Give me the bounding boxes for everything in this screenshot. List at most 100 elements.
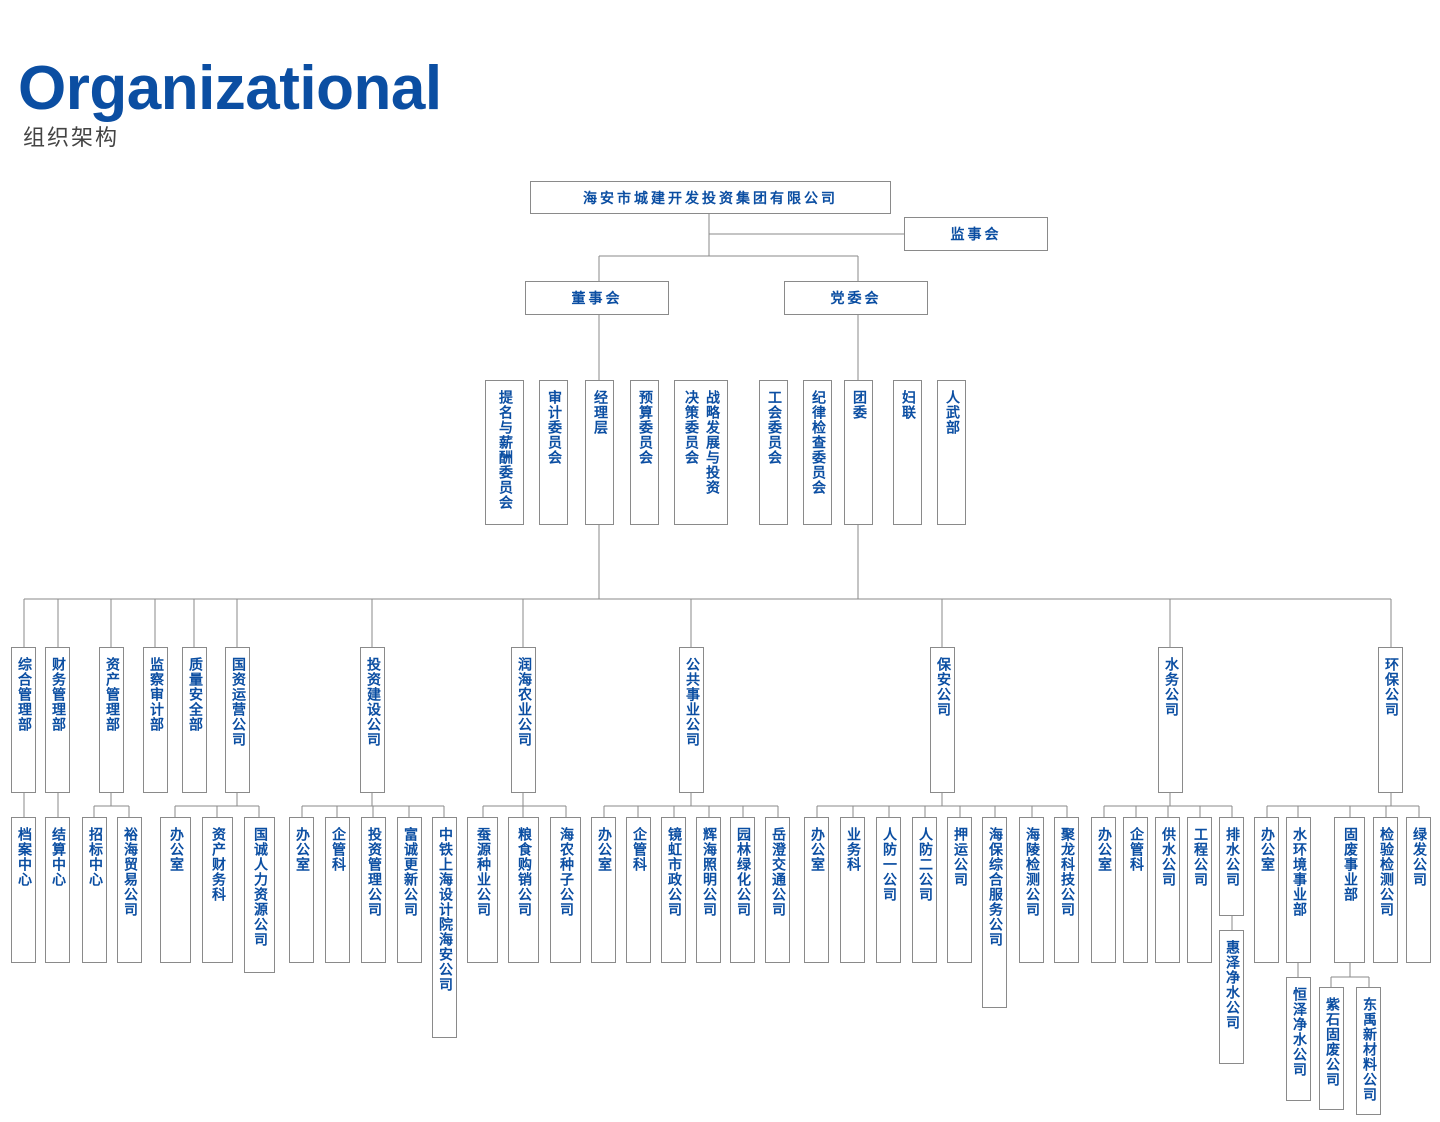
budget-committee-box: 预算委员会 <box>630 380 659 525</box>
unit-sw-drain: 排水公司 <box>1219 817 1244 916</box>
unit-settlement-center: 结算中心 <box>45 817 70 963</box>
page-title-cn: 组织架构 <box>23 126 120 151</box>
unit-label: 恒泽净水公司 <box>1291 987 1307 1077</box>
womens-federation-box: 妇联 <box>893 380 922 525</box>
unit-label: 人防一公司 <box>881 827 897 902</box>
youth-league-label: 团委 <box>851 390 867 420</box>
audit-committee-box: 审计委员会 <box>539 380 568 525</box>
unit-label: 裕海贸易公司 <box>122 827 138 917</box>
union-committee-label: 工会委员会 <box>766 390 782 465</box>
supervisory-board-label: 监事会 <box>950 227 1002 243</box>
unit-tz-office: 办公室 <box>289 817 314 963</box>
unit-hb-water-env: 水环境事业部 <box>1286 817 1311 963</box>
unit-gg-jinghong: 镜虹市政公司 <box>661 817 686 963</box>
dept-env-protection: 环保公司 <box>1378 647 1403 793</box>
unit-label: 辉海照明公司 <box>701 827 717 917</box>
armed-forces-label: 人武部 <box>944 390 960 435</box>
unit-label: 档案中心 <box>16 827 32 887</box>
supervisory-board-box: 监事会 <box>904 217 1048 251</box>
unit-label: 紫石固废公司 <box>1324 997 1340 1087</box>
dept-runhai-agri: 润海农业公司 <box>511 647 536 793</box>
management-box: 经理层 <box>585 380 614 525</box>
page-title-en: Organizational <box>18 54 442 123</box>
youth-league-box: 团委 <box>844 380 873 525</box>
unit-label: 蚕源种业公司 <box>475 827 491 917</box>
unit-label: 办公室 <box>1096 827 1112 872</box>
unit-sw-huize: 惠泽净水公司 <box>1219 930 1244 1064</box>
unit-hb-hengze: 恒泽净水公司 <box>1286 977 1311 1101</box>
unit-ba-julong: 聚龙科技公司 <box>1054 817 1079 963</box>
unit-gg-garden: 园林绿化公司 <box>730 817 755 963</box>
unit-ba-cd1: 人防一公司 <box>876 817 901 963</box>
strategy-committee-box: 战略发展与投资决策委员会 <box>674 380 728 525</box>
dept-state-asset-ops: 国资运营公司 <box>225 647 250 793</box>
party-committee-box: 党委会 <box>784 281 928 315</box>
unit-ba-business: 业务科 <box>840 817 865 963</box>
unit-label: 结算中心 <box>50 827 66 887</box>
dept-water: 水务公司 <box>1158 647 1183 793</box>
unit-label: 粮食购销公司 <box>516 827 532 917</box>
dept-label: 资产管理部 <box>104 657 120 732</box>
unit-gz-asset-finance: 资产财务科 <box>202 817 233 963</box>
dept-label: 保安公司 <box>935 657 951 717</box>
unit-label: 水环境事业部 <box>1291 827 1307 917</box>
unit-label: 聚龙科技公司 <box>1059 827 1075 917</box>
unit-rh-silkworm: 蚕源种业公司 <box>467 817 498 963</box>
union-committee-box: 工会委员会 <box>759 380 788 525</box>
strategy-committee-label-line2: 决策委员会 <box>683 390 699 465</box>
unit-label: 办公室 <box>596 827 612 872</box>
board-of-directors-label: 董事会 <box>571 291 623 307</box>
management-label: 经理层 <box>592 390 608 435</box>
unit-ba-cd2: 人防二公司 <box>912 817 937 963</box>
unit-label: 镜虹市政公司 <box>666 827 682 917</box>
strategy-committee-label-line1: 战略发展与投资 <box>704 390 720 495</box>
top-company-box: 海安市城建开发投资集团有限公司 <box>530 181 891 214</box>
dept-label: 水务公司 <box>1163 657 1179 717</box>
unit-label: 办公室 <box>294 827 310 872</box>
unit-label: 押运公司 <box>952 827 968 887</box>
unit-label: 业务科 <box>845 827 861 872</box>
unit-label: 工程公司 <box>1192 827 1208 887</box>
dept-label: 国资运营公司 <box>230 657 246 747</box>
unit-label: 企管科 <box>330 827 346 872</box>
unit-hb-solid: 固废事业部 <box>1334 817 1365 963</box>
unit-rh-seed: 海农种子公司 <box>550 817 581 963</box>
unit-label: 招标中心 <box>87 827 103 887</box>
budget-committee-label: 预算委员会 <box>637 390 653 465</box>
dept-public-utility: 公共事业公司 <box>679 647 704 793</box>
unit-label: 办公室 <box>1259 827 1275 872</box>
unit-archive-center: 档案中心 <box>11 817 36 963</box>
unit-ba-hailing: 海陵检测公司 <box>1019 817 1044 963</box>
discipline-committee-box: 纪律检查委员会 <box>803 380 832 525</box>
unit-sw-eng: 工程公司 <box>1187 817 1212 963</box>
unit-label: 办公室 <box>168 827 184 872</box>
dept-finance: 财务管理部 <box>45 647 70 793</box>
unit-yuhai-trade: 裕海贸易公司 <box>117 817 142 963</box>
dept-audit: 监察审计部 <box>143 647 168 793</box>
unit-hb-zishi: 紫石固废公司 <box>1319 987 1344 1110</box>
unit-tz-mgmt: 企管科 <box>325 817 350 963</box>
unit-label: 海保综合服务公司 <box>987 827 1003 947</box>
dept-label: 润海农业公司 <box>516 657 532 747</box>
dept-label: 质量安全部 <box>187 657 203 732</box>
unit-bidding-center: 招标中心 <box>82 817 107 963</box>
audit-committee-label: 审计委员会 <box>546 390 562 465</box>
unit-ba-escort: 押运公司 <box>947 817 972 963</box>
dept-quality-safety: 质量安全部 <box>182 647 207 793</box>
unit-hb-dongyu: 东禹新材料公司 <box>1356 987 1381 1115</box>
nomination-committee-label: 提名与薪酬委员会 <box>497 390 513 510</box>
unit-sw-mgmt: 企管科 <box>1123 817 1148 963</box>
dept-asset-mgmt: 资产管理部 <box>99 647 124 793</box>
unit-label: 绿发公司 <box>1411 827 1427 887</box>
unit-label: 固废事业部 <box>1342 827 1358 902</box>
board-of-directors-box: 董事会 <box>525 281 669 315</box>
unit-tz-fuchen: 富诚更新公司 <box>397 817 422 963</box>
unit-label: 排水公司 <box>1224 827 1240 887</box>
party-committee-label: 党委会 <box>830 291 882 307</box>
unit-label: 投资管理公司 <box>366 827 382 917</box>
unit-label: 中铁上海设计院海安公司 <box>437 827 453 992</box>
unit-gz-hr: 国诚人力资源公司 <box>244 817 275 973</box>
unit-label: 东禹新材料公司 <box>1361 997 1377 1102</box>
unit-label: 供水公司 <box>1160 827 1176 887</box>
unit-label: 富诚更新公司 <box>402 827 418 917</box>
